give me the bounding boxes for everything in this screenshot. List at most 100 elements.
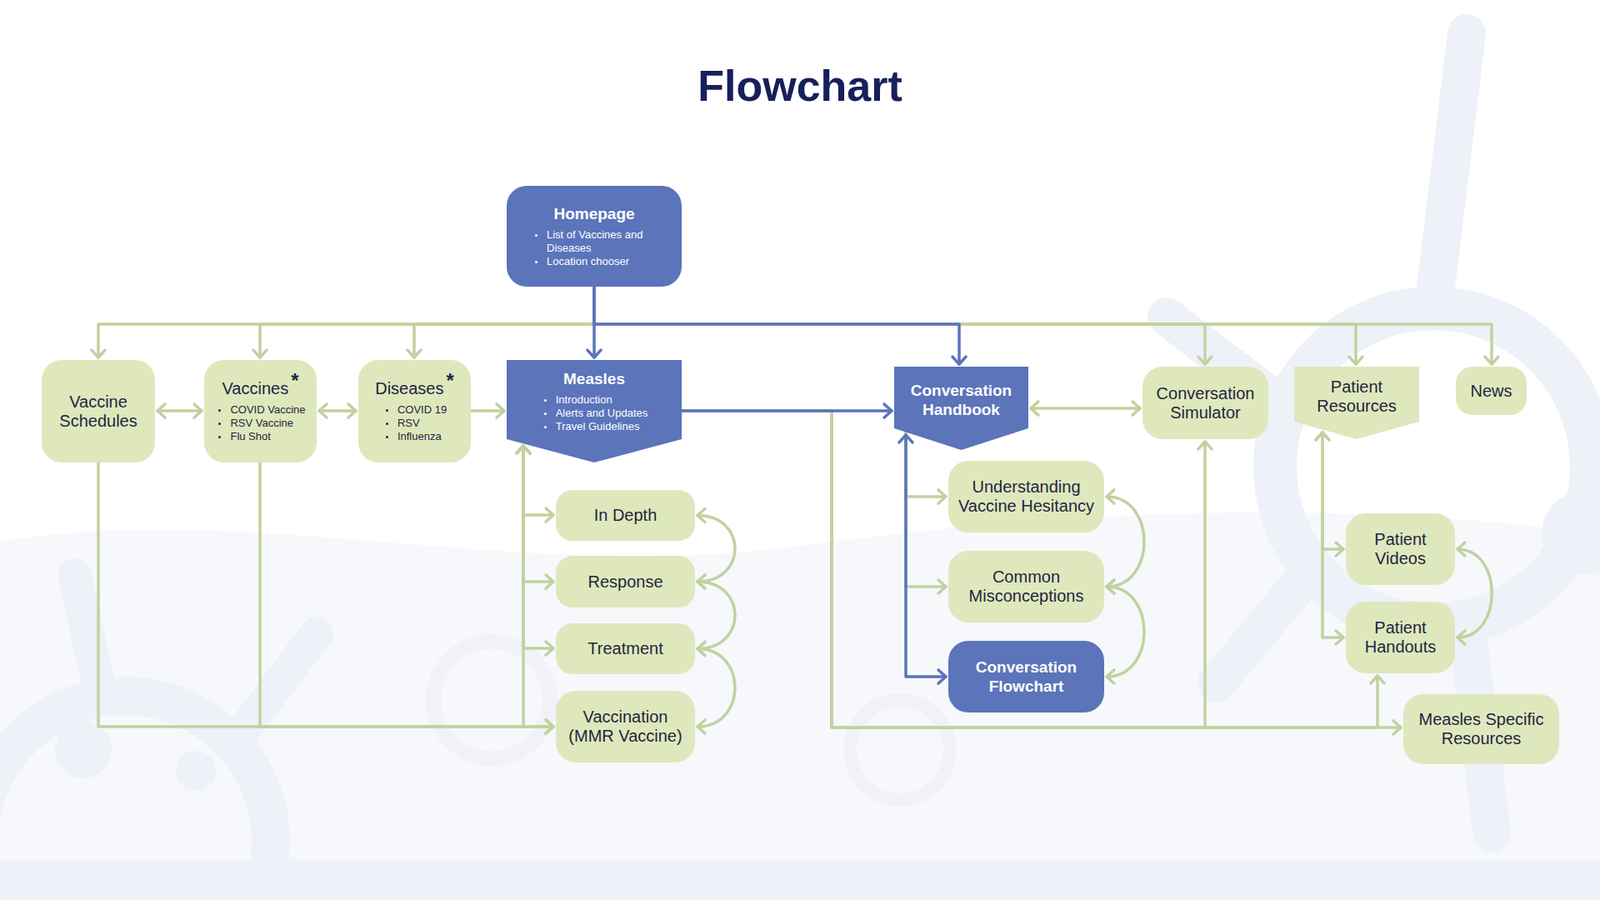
node-content: Patient Resources	[1294, 366, 1420, 440]
bullet-item: RSV Vaccine	[215, 416, 294, 430]
title: Flowchart	[0, 60, 1600, 112]
arrow-head	[1106, 490, 1115, 504]
connector-line	[1457, 549, 1492, 638]
node-label: News	[1470, 381, 1512, 401]
arrow-head	[1485, 356, 1499, 365]
process-box: Conversation Simulator	[1142, 366, 1269, 440]
arrow-head	[1106, 670, 1115, 684]
asterisk-mark: *	[445, 372, 454, 390]
bullet-item: RSV	[382, 416, 420, 430]
connector	[1457, 542, 1492, 645]
connector	[905, 432, 946, 594]
arrow-head	[1198, 441, 1212, 450]
node-label: Response	[587, 572, 663, 592]
virus-dot	[55, 721, 112, 779]
arrow-head	[545, 508, 554, 522]
virus-spike	[75, 575, 100, 692]
node-content: Conversation Simulator	[1142, 366, 1269, 440]
bullet-list: COVID VaccineRSV VaccineFlu Shot	[215, 403, 305, 444]
arrow-head	[938, 670, 946, 684]
arrow-head	[157, 404, 165, 418]
connector-line	[523, 445, 554, 582]
connector-line	[1106, 496, 1145, 587]
node-content: News	[1455, 366, 1527, 415]
connector	[516, 445, 554, 734]
node-content: Measles Specific Resources	[1403, 694, 1560, 765]
process-box: Patient Videos	[1345, 513, 1455, 585]
arrow-head	[952, 356, 966, 365]
arrow-head	[516, 445, 530, 454]
node-label: Understanding Vaccine Hesitancy	[956, 477, 1096, 516]
node-content: Treatment	[555, 623, 695, 675]
connector-line	[681, 410, 1205, 728]
bullet-list: List of Vaccines and DiseasesLocation ch…	[531, 228, 657, 269]
connector-line	[157, 409, 202, 413]
connector	[681, 410, 1385, 728]
bullet-item: Flu Shot	[215, 430, 270, 444]
connector	[157, 404, 202, 418]
virus-watermark	[850, 700, 950, 800]
pentagon-outline	[1294, 366, 1420, 440]
connector-line	[1030, 406, 1140, 410]
node-content: Patient Handouts	[1345, 601, 1455, 674]
arrow-head	[545, 575, 554, 589]
process-box: Patient Handouts	[1345, 601, 1455, 674]
node-content: HomepageList of Vaccines and DiseasesLoc…	[506, 185, 682, 287]
arrow-head	[545, 641, 554, 655]
node-label: In Depth	[594, 505, 658, 525]
connector	[1315, 432, 1344, 645]
node-content: Vaccine Schedules	[41, 360, 155, 463]
connector-line	[681, 410, 1378, 728]
primary-box: Conversation Flowchart	[948, 640, 1105, 713]
arrow-head	[1106, 580, 1115, 594]
connector-line	[592, 286, 596, 358]
node-label: Patient Resources	[1302, 377, 1411, 416]
arrow-head	[496, 404, 505, 418]
connector	[594, 286, 1499, 365]
arrow-head	[319, 404, 327, 418]
virus-watermark	[1275, 308, 1592, 625]
arrow-head	[938, 580, 946, 594]
connector	[697, 508, 735, 589]
arrow-head	[516, 445, 530, 454]
process-box: News	[1455, 366, 1527, 415]
node-heading: Vaccines	[221, 379, 289, 399]
bullet-item: COVID Vaccine	[215, 403, 305, 417]
node-content: Vaccination (MMR Vaccine)	[555, 690, 695, 763]
connector-line	[523, 445, 554, 515]
virus-dot	[175, 750, 216, 791]
connector-line	[470, 409, 505, 413]
arrow-head	[545, 720, 554, 734]
node-label: Measles Specific Resources	[1411, 710, 1551, 749]
node-label: Conversation Handbook	[902, 380, 1020, 420]
primary-box: MeaslesIntroductionAlerts and UpdatesTra…	[506, 360, 682, 463]
arrow-head	[1393, 720, 1401, 735]
connector-line	[414, 286, 595, 358]
virus-dot	[1541, 491, 1600, 575]
connector	[1106, 490, 1145, 594]
connector-line	[594, 286, 1356, 365]
arrow-head	[91, 350, 105, 358]
connector	[260, 462, 554, 734]
connector	[899, 435, 946, 684]
arrow-head	[1315, 432, 1330, 440]
connector-line	[1106, 586, 1145, 677]
connector	[516, 445, 554, 589]
connector-line	[594, 286, 1205, 365]
node-label: Common Misconceptions	[956, 567, 1096, 606]
connector-line	[681, 409, 892, 413]
arrow-head	[697, 575, 705, 589]
connector-line	[594, 286, 960, 365]
connector-line	[98, 286, 595, 358]
node-label: Conversation Flowchart	[956, 657, 1096, 696]
node-heading: Diseases	[375, 379, 444, 399]
connector	[98, 462, 554, 734]
arrow-head	[587, 350, 601, 358]
arrow-head	[1349, 356, 1363, 365]
bullet-item: Location chooser	[531, 255, 630, 269]
arrow-head	[1030, 401, 1039, 415]
connector	[681, 404, 892, 418]
connector	[594, 286, 1363, 365]
arrow-head	[1335, 542, 1344, 556]
primary-box: Conversation Handbook	[894, 366, 1029, 450]
